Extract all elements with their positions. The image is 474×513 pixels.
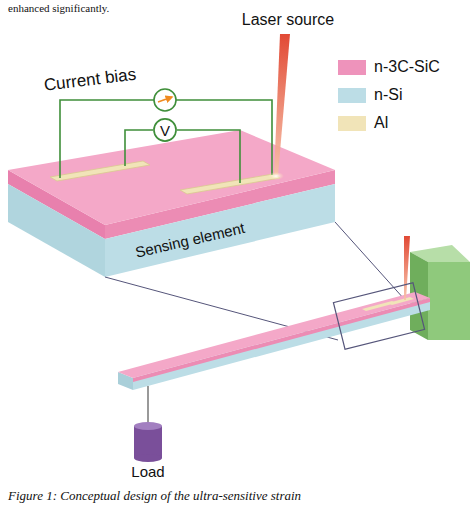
cantilever-beam [118, 292, 430, 390]
legend-label: Al [374, 114, 388, 132]
laser-label: Laser source [242, 11, 335, 29]
cut-heading: enhanced significantly. [8, 2, 109, 15]
bias-wires [60, 100, 272, 183]
legend-label: n-3C-SiC [374, 58, 440, 76]
legend-swatch [338, 60, 366, 75]
sensing-slab [8, 130, 335, 277]
current-source [154, 89, 176, 111]
clamp-block [410, 245, 470, 340]
load-label: Load [131, 463, 164, 480]
bias-label: Current bias [43, 65, 137, 96]
load-weight [134, 422, 162, 462]
legend-swatch [338, 88, 366, 103]
zoom-box [333, 283, 424, 349]
figure-caption: Figure 1: Conceptual design of the ultra… [8, 489, 301, 504]
laser-beam-small [404, 236, 410, 300]
laser-spot [268, 172, 284, 180]
meter-symbol: V [153, 123, 177, 138]
legend-swatch [338, 116, 366, 131]
voltmeter-circle: V [153, 118, 177, 142]
laser-beam [274, 34, 290, 176]
load-string [147, 386, 148, 424]
legend-label: n-Si [374, 86, 402, 104]
